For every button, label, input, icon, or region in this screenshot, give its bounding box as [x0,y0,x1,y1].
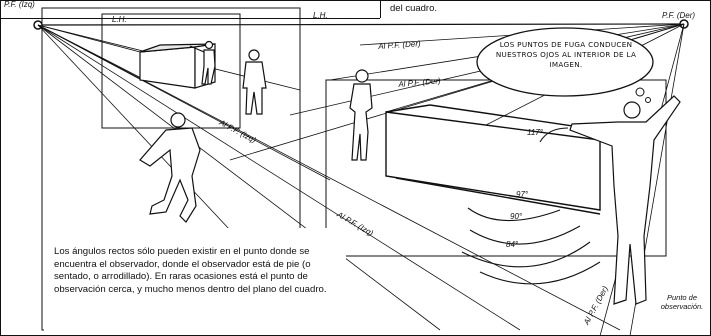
label-punto-observacion: Punto de observación. [660,293,704,311]
figure-small-on-box [189,40,216,85]
caption-box [44,228,346,334]
label-pf-der: P.F. (Der) [662,11,696,20]
caption-text: Los ángulos rectos sólo pueden existir e… [54,246,327,295]
bubble-dot-2 [645,97,651,103]
figure-pointing-man [569,95,681,305]
label-angle-90: 90° [510,212,523,221]
figure-standing-man [242,49,267,115]
top-note: del cuadro. [390,3,438,14]
label-pf-izq: P.F. (Izq) [4,0,35,9]
label-angle-84: 84° [506,240,519,249]
horizon-line [35,23,687,26]
figure-woman [349,69,373,161]
label-lh-right: L.H. [313,11,328,20]
picture-plane-small [101,13,241,129]
angle-arcs [461,127,601,285]
label-angle-117: 117° [527,128,543,137]
speech-bubble-text: LOS PUNTOS DE FUGA CONDUCEN NUESTROS OJO… [495,40,637,69]
label-angle-97: 97° [516,190,529,199]
label-lh-left: L.H. [112,15,127,24]
bubble-dot-1 [635,87,645,97]
figure-running-man [139,112,201,223]
speech-bubble [476,27,654,97]
